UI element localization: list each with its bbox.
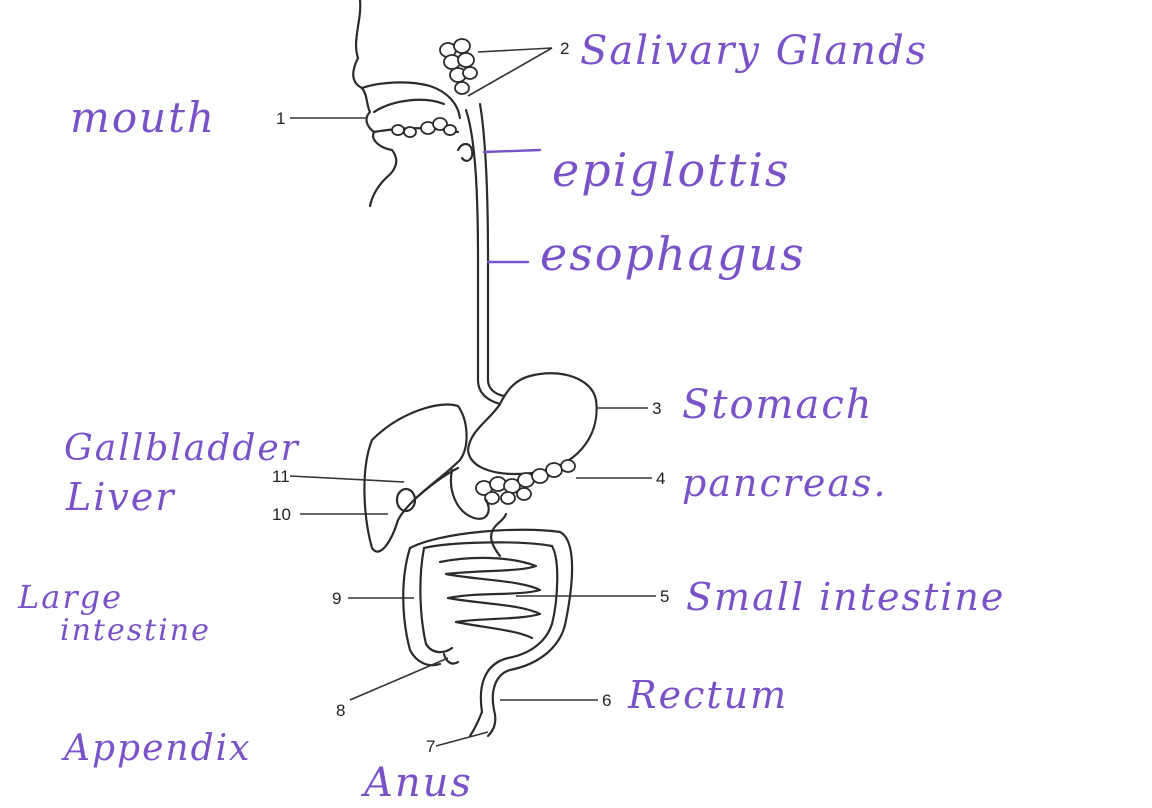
label-gallbladder: Gallbladder — [64, 428, 300, 469]
number-6: 6 — [602, 691, 611, 710]
hand-leader-epiglottis — [484, 150, 540, 152]
leader-2b — [468, 48, 552, 96]
label-liver: Liver — [65, 475, 176, 519]
label-stomach: Stomach — [682, 382, 874, 428]
number-9: 9 — [332, 589, 341, 608]
number-3: 3 — [652, 399, 661, 418]
leader-11 — [290, 476, 404, 482]
number-1: 1 — [276, 109, 285, 128]
leader-2a — [478, 48, 552, 52]
label-pancreas: pancreas. — [682, 461, 888, 505]
number-7: 7 — [426, 737, 435, 756]
head-profile — [353, 0, 460, 206]
label-esophagus: esophagus — [540, 227, 806, 281]
pancreas-glands — [451, 460, 575, 519]
label-epiglottis: epiglottis — [552, 143, 791, 197]
label-large-intestine-line1: Large — [17, 578, 123, 616]
leader-7 — [436, 732, 488, 746]
label-mouth: mouth — [70, 93, 216, 142]
label-rectum: Rectum — [627, 673, 788, 717]
label-salivary-glands: Salivary Glands — [580, 28, 928, 74]
large-intestine-shape — [403, 530, 572, 736]
number-2: 2 — [560, 39, 569, 58]
number-11: 11 — [272, 467, 290, 486]
number-10: 10 — [272, 505, 291, 524]
number-4: 4 — [656, 469, 665, 488]
handwritten-labels: mouth Salivary Glands epiglottis esophag… — [17, 28, 1005, 806]
small-intestine-shape — [440, 514, 540, 638]
label-small-intestine: Small intestine — [686, 575, 1005, 619]
number-5: 5 — [660, 587, 669, 606]
number-8: 8 — [336, 701, 345, 720]
leader-8 — [350, 658, 448, 700]
esophagus-tube — [458, 104, 504, 404]
handwritten-leaders — [484, 150, 540, 262]
label-large-intestine-line2: intestine — [60, 613, 211, 648]
stomach-shape — [468, 373, 597, 474]
label-appendix: Appendix — [61, 728, 251, 769]
label-anus: Anus — [360, 760, 473, 806]
